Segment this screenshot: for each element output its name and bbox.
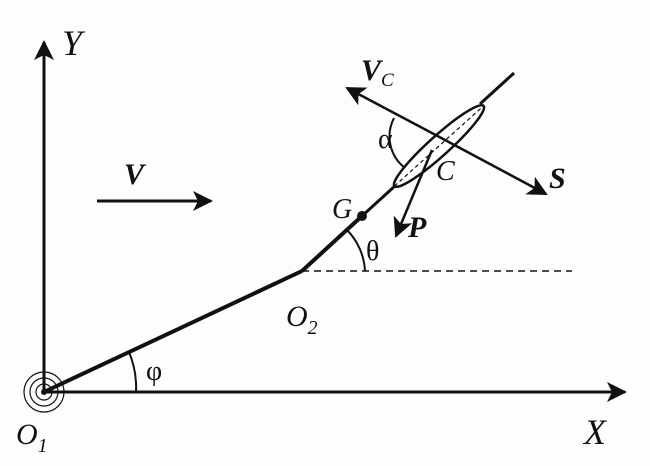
link-o2-g: [300, 214, 364, 273]
point-c-label: C: [436, 156, 455, 187]
pivot-o1-icon: [23, 371, 65, 413]
rod-upper: [360, 183, 398, 218]
angle-theta-label: θ: [366, 236, 379, 267]
s-force-arrow: [429, 130, 548, 196]
s-force-label: S: [549, 162, 566, 195]
angle-phi-label: φ: [146, 356, 162, 387]
angle-alpha-arc: [388, 117, 406, 169]
link-o1-o2: [45, 269, 303, 393]
vc-label: VC: [361, 54, 394, 91]
angle-alpha-label: α: [378, 124, 393, 155]
vc-arrow: [345, 86, 431, 134]
sail-profile: [392, 103, 486, 189]
point-g-dot: [357, 211, 367, 221]
p-force-arrow: [393, 149, 434, 238]
origin2-label: O2: [286, 300, 318, 339]
angle-phi-arc: [128, 351, 138, 393]
x-axis-label: X: [582, 412, 608, 452]
origin1-label: O1: [16, 418, 48, 457]
p-force-label: P: [407, 211, 427, 244]
rod-tip: [478, 71, 516, 106]
wind-velocity-label: V: [124, 158, 147, 191]
angle-theta-arc: [346, 229, 366, 272]
y-axis-label: Y: [62, 23, 86, 63]
point-g-label: G: [332, 194, 352, 225]
